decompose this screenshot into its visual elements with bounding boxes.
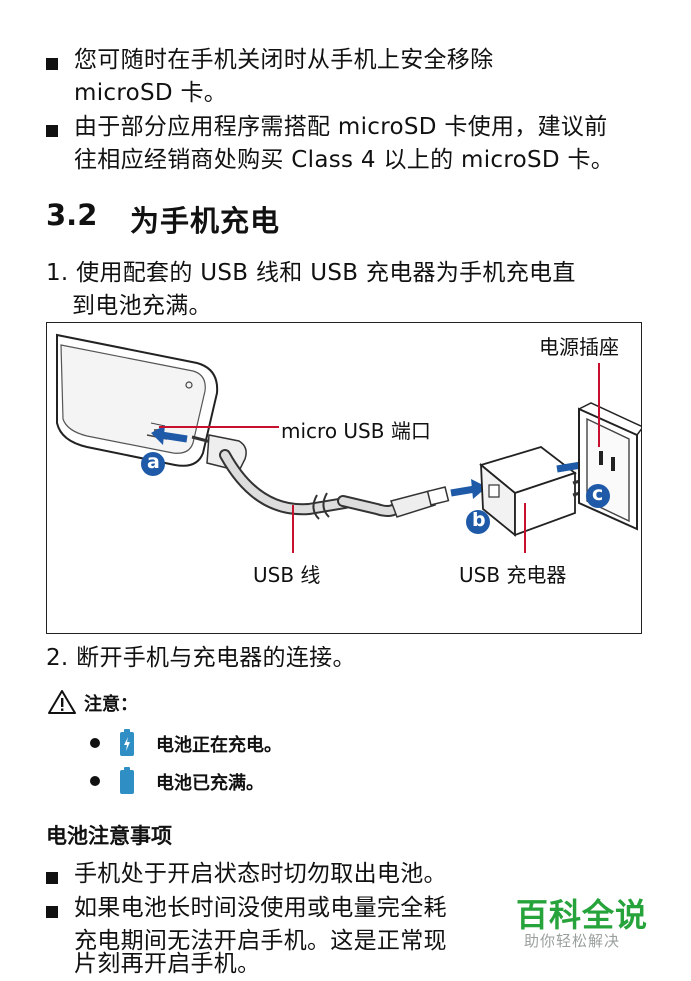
section-number: 3.2 bbox=[46, 198, 98, 232]
note-item-full: 电池已充满。 bbox=[156, 773, 264, 794]
bullet-dot bbox=[90, 738, 100, 748]
label-power-socket: 电源插座 bbox=[539, 335, 619, 359]
section-title: 为手机充电 bbox=[130, 204, 281, 238]
step-1-line: 到电池充满。 bbox=[72, 293, 212, 319]
phone-illustration bbox=[56, 333, 219, 467]
step-1-line: 1. 使用配套的 USB 线和 USB 充电器为手机充电直 bbox=[46, 260, 576, 286]
battery-item-line: 如果电池长时间没使用或电量完全耗 bbox=[74, 895, 447, 921]
marker-b bbox=[466, 510, 490, 534]
marker-c-letter: c bbox=[592, 483, 604, 505]
note-title: 注意： bbox=[84, 694, 138, 715]
bullet-text-line: 往相应经销商处购买 Class 4 以上的 microSD 卡。 bbox=[74, 147, 615, 173]
warning-icon bbox=[48, 690, 76, 714]
step-2-text: 2. 断开手机与充电器的连接。 bbox=[46, 645, 356, 671]
bullet-dot bbox=[90, 776, 100, 786]
usb-cable-illustration bbox=[191, 434, 450, 520]
bullet-marker bbox=[46, 906, 58, 918]
label-usb-cable: USB 线 bbox=[253, 563, 321, 587]
battery-full-icon bbox=[120, 767, 134, 794]
bullet-text-line: microSD 卡。 bbox=[74, 80, 228, 106]
bullet-marker bbox=[46, 58, 58, 70]
power-socket-illustration bbox=[578, 402, 641, 531]
battery-item-line: 手机处于开启状态时切勿取出电池。 bbox=[74, 861, 447, 887]
bullet-marker bbox=[46, 872, 58, 884]
marker-c bbox=[586, 484, 610, 508]
watermark-subtitle: 助你轻松解决 bbox=[524, 932, 621, 950]
marker-a bbox=[141, 452, 165, 476]
watermark-backdrop bbox=[500, 884, 680, 964]
watermark-logo-text: 百科全说 bbox=[516, 896, 649, 934]
marker-a-letter: a bbox=[147, 451, 160, 473]
bullet-text-line: 由于部分应用程序需搭配 microSD 卡使用，建议前 bbox=[74, 114, 608, 140]
note-item-charging: 电池正在充电。 bbox=[156, 735, 282, 756]
label-micro-usb-port: micro USB 端口 bbox=[281, 419, 431, 443]
battery-section-title: 电池注意事项 bbox=[46, 824, 172, 848]
label-usb-charger: USB 充电器 bbox=[459, 563, 567, 587]
charging-illustration bbox=[56, 333, 641, 553]
bullet-marker bbox=[46, 125, 58, 137]
bullet-text-line: 您可随时在手机关闭时从手机上安全移除 bbox=[74, 47, 494, 73]
usb-charger-illustration bbox=[479, 446, 588, 537]
battery-item-line: 片刻再开启手机。 bbox=[74, 951, 261, 977]
charging-diagram: 电源插座 micro USB 端口 USB 线 USB 充电器 a b c bbox=[46, 322, 642, 634]
battery-item-line: 充电期间无法开启手机。这是正常现 bbox=[74, 928, 447, 954]
marker-b-letter: b bbox=[472, 509, 486, 531]
battery-charging-icon bbox=[120, 729, 134, 756]
